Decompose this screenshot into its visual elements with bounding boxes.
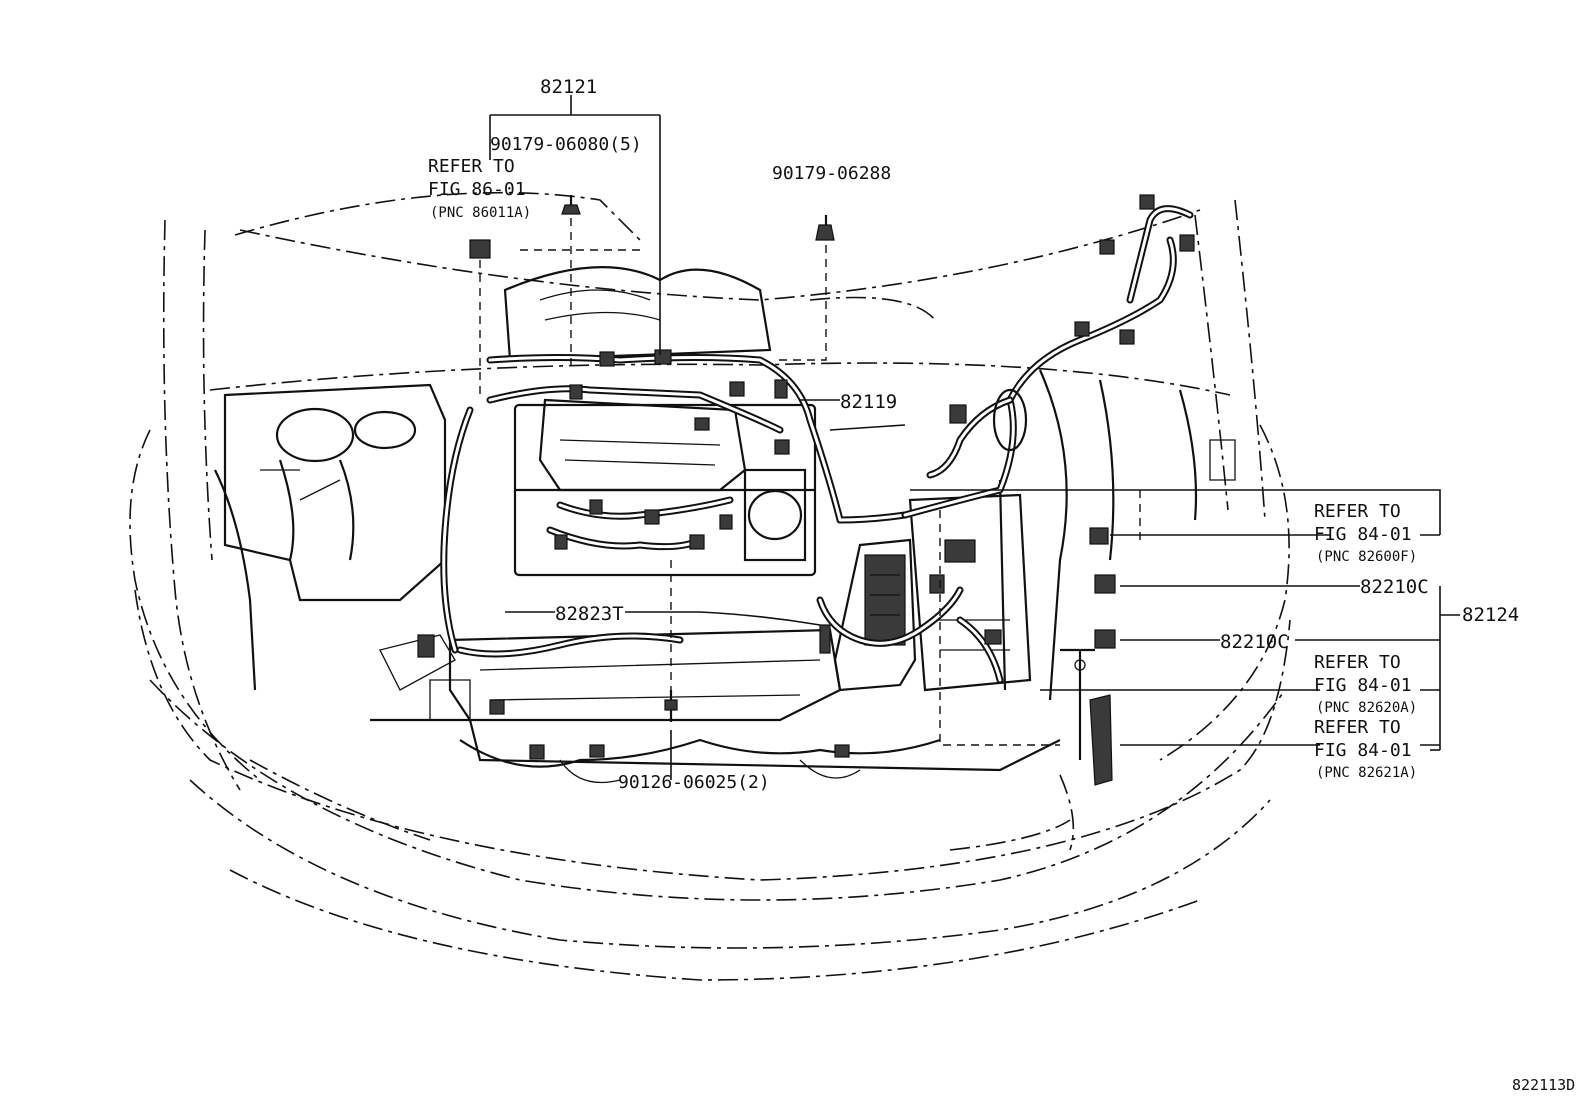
refer-84b-line3: (PNC 82620A) <box>1316 700 1417 716</box>
label-82210c-1: 82210C <box>1360 576 1429 598</box>
label-82121: 82121 <box>540 76 597 98</box>
refer-84c-line2: FIG 84-01 <box>1314 740 1412 761</box>
leader-lines <box>489 95 1460 780</box>
engine-bay-components <box>214 266 1236 784</box>
refer-84a-line2: FIG 84-01 <box>1314 524 1412 545</box>
refer-86-line1: REFER TO <box>428 156 515 177</box>
refer-84b-line1: REFER TO <box>1314 652 1401 673</box>
refer-84a-line3: (PNC 82600F) <box>1316 549 1417 565</box>
refer-86-line3: (PNC 86011A) <box>430 205 531 221</box>
ecu-bracket-connector <box>1089 694 1113 786</box>
vehicle-body-outline <box>129 191 1291 981</box>
refer-84b-line2: FIG 84-01 <box>1314 675 1412 696</box>
label-82210c-2: 82210C <box>1220 631 1289 653</box>
label-82124: 82124 <box>1462 604 1519 626</box>
refer-84a-line1: REFER TO <box>1314 501 1401 522</box>
hidden-lines <box>479 218 1141 746</box>
relay-connector-2 <box>1094 629 1116 649</box>
figure-code: 822113D <box>1512 1076 1575 1094</box>
bolt-90126-06025-icon <box>664 699 678 711</box>
bolt-90179-06080-icon <box>561 204 581 215</box>
relay-connector-1 <box>1094 574 1116 594</box>
connectors <box>417 194 1195 786</box>
refer-84c-line3: (PNC 82621A) <box>1316 765 1417 781</box>
label-90179-06288: 90179-06288 <box>772 163 891 184</box>
refer-86-line2: FIG 86-01 <box>428 179 526 200</box>
grommet-connector <box>469 239 491 259</box>
nut-90179-06288-icon <box>815 224 835 241</box>
wiring-harness <box>440 205 1194 684</box>
label-90126-06025: 90126-06025(2) <box>618 772 770 793</box>
callout-labels: 82121 90179-06080(5) REFER TO FIG 86-01 … <box>428 76 1575 1094</box>
label-82823t: 82823T <box>555 603 624 625</box>
label-82119: 82119 <box>840 391 897 413</box>
label-90179-06080: 90179-06080(5) <box>490 134 642 155</box>
fasteners <box>561 195 835 722</box>
refer-84c-line1: REFER TO <box>1314 717 1401 738</box>
